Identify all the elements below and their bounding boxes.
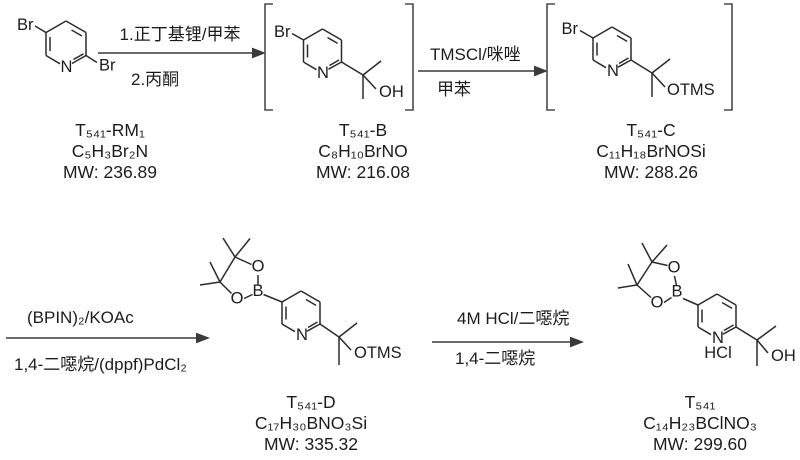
arrow-step2 (418, 65, 548, 77)
bromine-label: Br (562, 20, 579, 38)
compound-formula: C₁₁H₁₈BrNOSi (596, 141, 706, 161)
hydroxyl-label: OH (379, 83, 404, 101)
compound-formula: C₅H₃Br₂N (71, 141, 149, 161)
compound-formula: C₁₇H₃₀BNO₃Si (254, 413, 368, 433)
arrow-step1 (98, 47, 266, 59)
compound-mw: MW: 288.26 (603, 162, 699, 182)
compound-mw: MW: 335.32 (263, 434, 359, 454)
compound-name: T₅₄₁ (684, 392, 716, 412)
boron-label: B (671, 283, 682, 301)
pyridine-ring (697, 293, 777, 366)
structure-t541: B O O N HCl OH (617, 242, 796, 366)
left-bracket (546, 3, 555, 111)
right-bracket (405, 3, 414, 111)
bromine-label: Br (99, 57, 116, 75)
step1-conditions-above: 1.正丁基锂/甲苯 (119, 25, 241, 44)
structure-t541-rm1: Br Br N (17, 16, 116, 76)
compound-label-t541: T₅₄₁ C₁₄H₂₃BClNO₃ MW: 299.60 (620, 392, 780, 455)
arrow-step3 (6, 332, 210, 344)
hydroxyl-label: OH (771, 347, 796, 365)
pinacol-boronate-ring (617, 242, 699, 306)
pyridine-ring (281, 290, 358, 365)
compound-name: T₅₄₁-D (286, 392, 336, 412)
step3-conditions-below: 1,4-二噁烷/(dppf)PdCl₂ (14, 355, 187, 374)
step4-conditions-above: 4M HCl/二噁烷 (457, 309, 570, 328)
compound-label-t541-d: T₅₄₁-D C₁₇H₃₀BNO₃Si MW: 335.32 (231, 392, 391, 455)
arrow-step4 (432, 336, 584, 348)
nitrogen-label: N (296, 326, 308, 344)
compound-label-t541-rm1: T₅₄₁-RM₁ C₅H₃Br₂N MW: 236.89 (30, 120, 190, 183)
oxygen-label: O (668, 259, 681, 277)
pinacol-boronate-ring (199, 237, 283, 303)
otms-label: OTMS (667, 81, 715, 99)
compound-label-t541-c: T₅₄₁-C C₁₁H₁₈BrNOSi MW: 288.26 (571, 120, 731, 183)
pyridine-ring (34, 20, 98, 65)
compound-mw: MW: 299.60 (652, 434, 748, 454)
nitrogen-label: N (607, 62, 619, 80)
oxygen-label: O (252, 258, 265, 276)
structure-t541-c: Br N OTMS (546, 3, 733, 111)
step4-conditions-below: 1,4-二噁烷 (455, 349, 536, 368)
bromine-label: Br (274, 23, 291, 41)
compound-mw: MW: 236.89 (62, 162, 158, 182)
step3-conditions-above: (BPIN)₂/KOAc (27, 308, 134, 327)
nitrogen-label: N (61, 58, 73, 76)
step1-conditions-below: 2.丙酮 (131, 70, 180, 89)
oxygen-label: O (651, 294, 664, 312)
structure-t541-d: B O O N OTMS (199, 237, 402, 365)
pyridine-ring (291, 28, 382, 99)
oxygen-label: O (231, 290, 244, 308)
hcl-salt-label: HCl (704, 344, 732, 362)
step2-conditions-below: 甲苯 (437, 80, 471, 99)
compound-label-t541-b: T₅₄₁-B C₈H₁₀BrNO MW: 216.08 (283, 120, 443, 183)
nitrogen-label: N (712, 329, 724, 347)
otms-label: OTMS (354, 344, 402, 362)
bromine-label: Br (17, 16, 34, 34)
right-bracket (724, 3, 733, 111)
compound-name: T₅₄₁-RM₁ (75, 120, 145, 140)
compound-name: T₅₄₁-C (626, 120, 676, 140)
structure-t541-b: Br N OH (264, 3, 414, 111)
compound-mw: MW: 216.08 (315, 162, 411, 182)
compound-formula: C₈H₁₀BrNO (318, 141, 408, 161)
left-bracket (264, 3, 273, 111)
step2-conditions-above: TMSCl/咪唑 (430, 45, 521, 64)
compound-formula: C₁₄H₂₃BClNO₃ (643, 413, 757, 433)
boron-label: B (252, 282, 263, 300)
pyridine-ring (579, 26, 671, 97)
nitrogen-label: N (317, 64, 329, 82)
compound-name: T₅₄₁-B (338, 120, 388, 140)
